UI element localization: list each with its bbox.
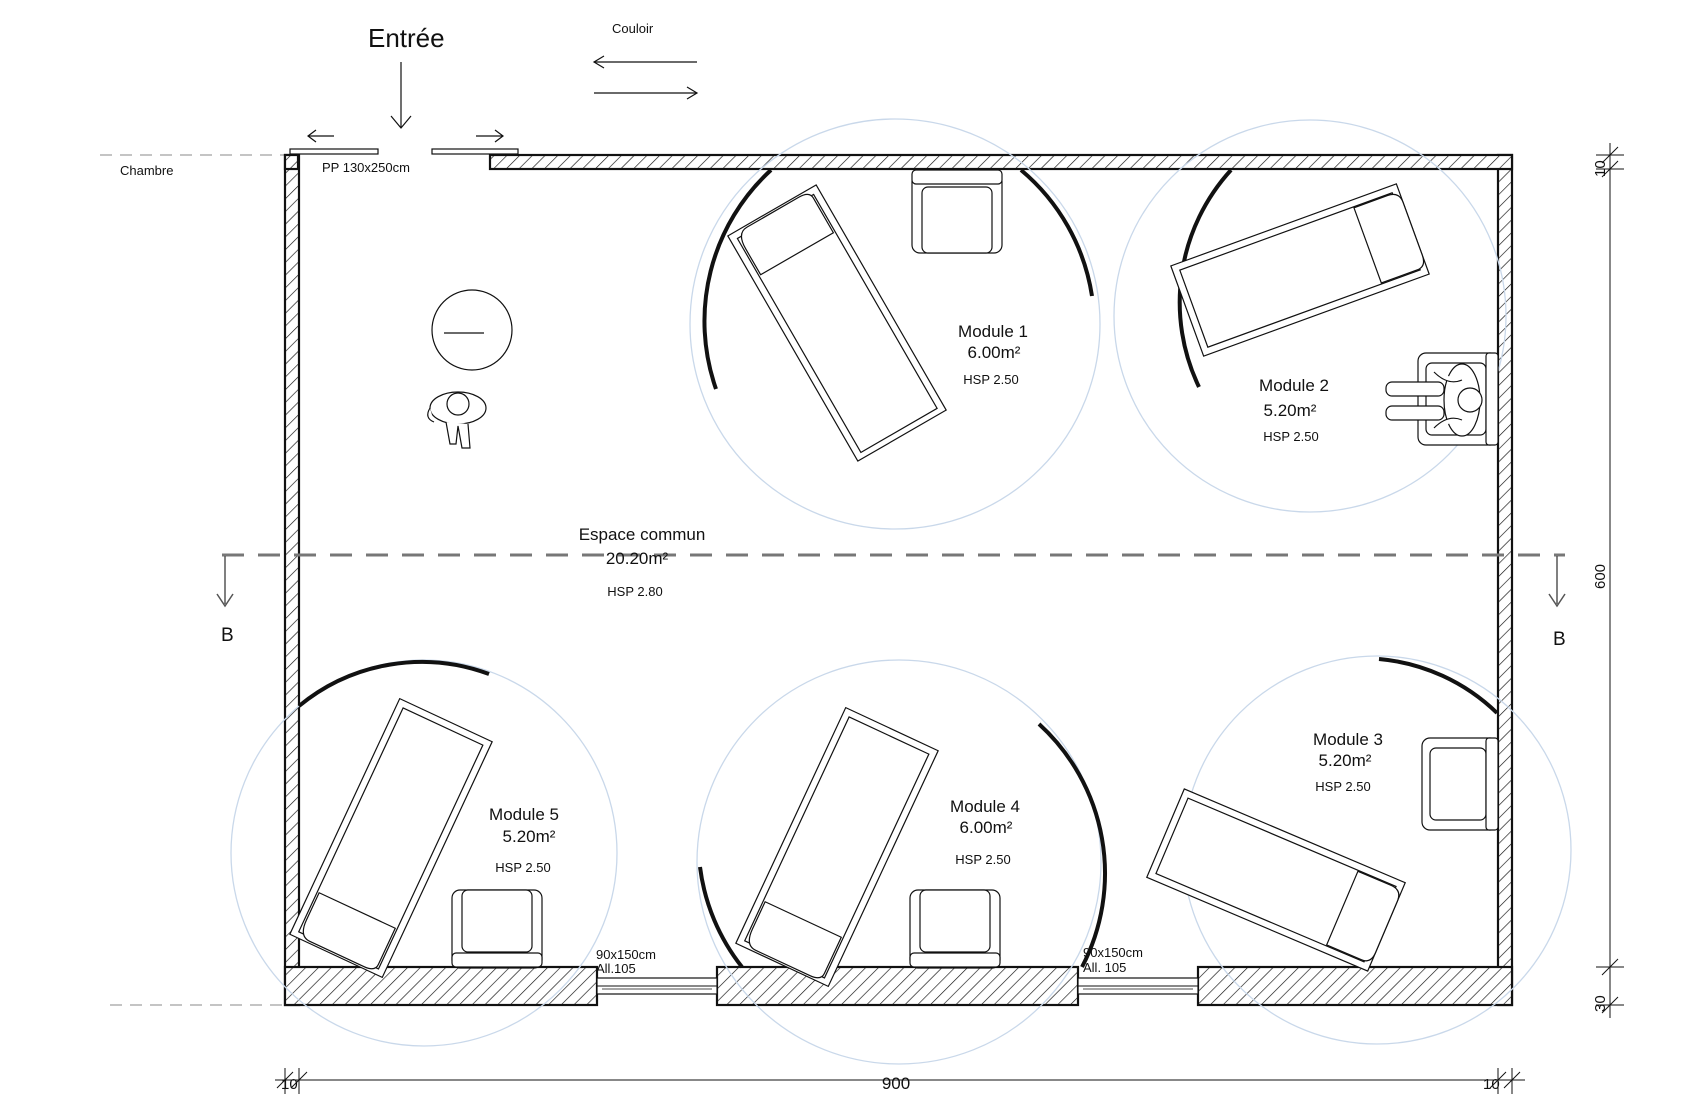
window-right-sill: All. 105	[1083, 960, 1126, 975]
module-1-hsp: HSP 2.50	[963, 372, 1018, 387]
dim-left-wall: 10	[281, 1076, 298, 1093]
dim-height: 600	[1592, 564, 1609, 589]
armchair-module-4	[909, 889, 1001, 969]
module-5-label: Module 5 5.20m² HSP 2.50	[489, 805, 559, 875]
window-left-label: 90x150cm All.105	[596, 947, 656, 976]
bottom-wall-3	[1196, 965, 1514, 1007]
window-left-size: 90x150cm	[596, 947, 656, 962]
window-left	[596, 977, 718, 995]
left-wall	[283, 153, 301, 1007]
common-space-hsp: HSP 2.80	[607, 584, 662, 599]
module-5-name: Module 5	[489, 805, 559, 824]
module-3-hsp: HSP 2.50	[1315, 779, 1370, 794]
dimension-lines	[275, 143, 1624, 1094]
right-wall	[1496, 153, 1514, 1007]
module-3-area: 5.20m²	[1319, 751, 1372, 770]
reference-lines	[100, 154, 290, 1006]
top-wall-left	[283, 153, 300, 171]
bed-module-1	[727, 184, 947, 462]
module-curtains	[297, 168, 1499, 969]
armchair-module-5	[451, 889, 543, 969]
module-4-hsp: HSP 2.50	[955, 852, 1010, 867]
person-seated-icon	[1385, 363, 1483, 437]
walls	[283, 153, 1514, 1007]
module-2-hsp: HSP 2.50	[1263, 429, 1318, 444]
entrance-label: Entrée	[368, 23, 445, 53]
common-space-label: Espace commun 20.20m² HSP 2.80	[579, 525, 706, 599]
section-b-right-label: B	[1553, 629, 1566, 650]
top-wall-right	[488, 153, 1514, 171]
module-4-area: 6.00m²	[960, 818, 1013, 837]
section-b-left-label: B	[221, 625, 234, 646]
module-3-name: Module 3	[1313, 730, 1383, 749]
chambre-label: Chambre	[120, 163, 173, 178]
module-2-label: Module 2 5.20m² HSP 2.50	[1259, 376, 1329, 444]
common-space-name: Espace commun	[579, 525, 706, 544]
window-right-size: 90x150cm	[1083, 945, 1143, 960]
dim-top-wall: 10	[1592, 160, 1609, 177]
common-space-area: 20.20m²	[606, 549, 669, 568]
window-right-label: 90x150cm All. 105	[1083, 945, 1143, 975]
dim-width: 900	[882, 1074, 910, 1093]
door-size-label: PP 130x250cm	[322, 160, 410, 175]
dim-right-wall: 10	[1483, 1076, 1500, 1093]
module-1-area: 6.00m²	[968, 343, 1021, 362]
module-2-name: Module 2	[1259, 376, 1329, 395]
entrance-arrow	[390, 62, 412, 129]
bottom-wall-2	[715, 965, 1080, 1007]
module-4-label: Module 4 6.00m² HSP 2.50	[950, 797, 1020, 867]
dim-bottom-wall: 30	[1592, 995, 1609, 1012]
section-line-b	[216, 553, 1566, 608]
corridor-arrows	[592, 55, 699, 100]
module-5-area: 5.20m²	[503, 827, 556, 846]
module-2-area: 5.20m²	[1264, 401, 1317, 420]
module-3-label: Module 3 5.20m² HSP 2.50	[1313, 730, 1383, 794]
corridor-label: Couloir	[612, 21, 654, 36]
bed-module-2	[1170, 183, 1430, 357]
window-right	[1077, 977, 1199, 995]
module-4-name: Module 4	[950, 797, 1020, 816]
bed-module-5	[289, 697, 493, 979]
armchair-module-1	[911, 169, 1003, 254]
module-5-hsp: HSP 2.50	[495, 860, 550, 875]
window-left-sill: All.105	[596, 961, 636, 976]
bed-module-4	[735, 706, 939, 988]
module-1-name: Module 1	[958, 322, 1028, 341]
module-1-label: Module 1 6.00m² HSP 2.50	[958, 322, 1028, 387]
bed-module-3	[1145, 788, 1407, 972]
round-table	[431, 289, 513, 371]
person-standing-icon	[427, 391, 487, 449]
entrance-door	[289, 129, 519, 155]
armchair-module-3	[1421, 737, 1499, 831]
